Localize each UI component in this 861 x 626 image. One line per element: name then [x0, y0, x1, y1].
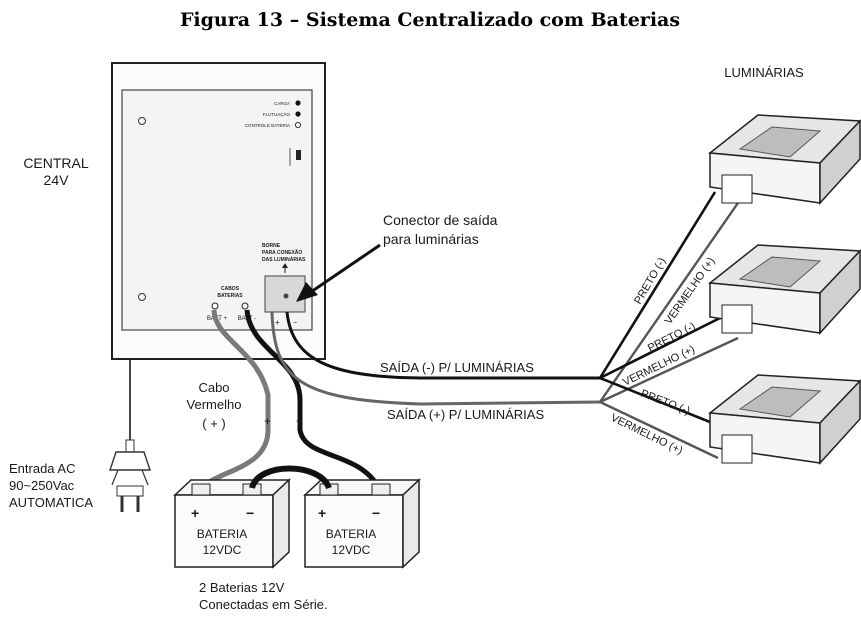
- screw-icon: [138, 293, 146, 301]
- red-battery-cable: [198, 309, 271, 492]
- connector-callout-line2: para luminárias: [383, 231, 479, 247]
- battery-plus-sign: +: [318, 505, 326, 521]
- luminaire-connector-icon: [721, 304, 753, 334]
- central-label: CENTRAL: [23, 155, 89, 171]
- series-jumper-cable: [249, 465, 332, 490]
- terminal-icon: [211, 302, 219, 310]
- led-label-flutuacao: FLUTUAÇÃO: [263, 111, 291, 117]
- ac-input-label-2: 90~250Vac: [9, 478, 75, 493]
- luminaire-connector-icon: [721, 174, 753, 204]
- luminaire-3: [708, 374, 861, 465]
- connector-plus-mark: +: [275, 318, 280, 327]
- luminaire-2: [708, 244, 861, 335]
- connector-header-1: BORNE: [262, 243, 281, 249]
- luminaire-1: [708, 114, 861, 205]
- luminaires-label: LUMINÁRIAS: [724, 65, 804, 80]
- wire-label-preto-3: PRETO (-): [639, 388, 692, 418]
- cable-red-plus-mark: +: [264, 414, 271, 428]
- led-icon: [295, 100, 301, 106]
- ac-input-label-1: Entrada AC: [9, 461, 76, 476]
- status-leds: CARGA FLUTUAÇÃO CONTROLE BATERIA: [245, 100, 301, 166]
- battery-plus-sign: +: [191, 505, 199, 521]
- screw-icon: [138, 117, 146, 125]
- battery-minus-sign: −: [372, 505, 380, 521]
- connector-header-2: PARA CONEXÃO: [262, 249, 302, 256]
- central-unit: CARGA FLUTUAÇÃO CONTROLE BATERIA CABOS B…: [111, 62, 326, 360]
- batteries-caption-2: Conectadas em Série.: [199, 597, 328, 612]
- led-grid-icon: [738, 386, 822, 418]
- batteries-caption-1: 2 Baterias 12V: [199, 580, 285, 595]
- battery-minus-sign: −: [246, 505, 254, 521]
- terminal-icon: [241, 302, 249, 310]
- luminaire-connector-icon: [721, 434, 753, 464]
- terminal-header-1: CABOS: [221, 286, 240, 292]
- fan-out-wires: [598, 191, 741, 460]
- output-negative-label: SAÍDA (-) P/ LUMINÁRIAS: [380, 360, 534, 375]
- red-cable-label-1: Cabo: [198, 380, 229, 395]
- red-cable-label-3: ( + ): [202, 416, 225, 431]
- led-grid-icon: [738, 126, 822, 158]
- connector-minus-mark: −: [293, 320, 297, 327]
- red-cable-label-2: Vermelho: [187, 397, 242, 412]
- output-positive-label: SAÍDA (+) P/ LUMINÁRIAS: [387, 407, 544, 422]
- cable-black-plus-mark: +: [296, 414, 303, 428]
- led-label-carga: CARGA: [274, 101, 290, 106]
- figure-title: Figura 13 – Sistema Centralizado com Bat…: [180, 9, 680, 31]
- battery-post-icon: [191, 483, 211, 496]
- output-wire-negative: [285, 311, 600, 380]
- output-wire-positive: [270, 311, 601, 406]
- central-voltage-label: 24V: [44, 172, 70, 188]
- black-battery-cable: [244, 309, 383, 492]
- switch-icon: [296, 150, 301, 160]
- battery-post-icon: [371, 483, 391, 496]
- battery-left: + − BATERIA 12VDC: [173, 478, 291, 569]
- ac-power-cord: [109, 360, 151, 512]
- battery-voltage: 12VDC: [332, 543, 371, 557]
- battery-name: BATERIA: [197, 527, 247, 541]
- wire-label-vermelho-3: VERMELHO (+): [609, 412, 685, 457]
- terminal-header-2: BATERIAS: [217, 293, 243, 299]
- callout-arrow: [307, 243, 381, 296]
- connector-callout-line1: Conector de saída: [383, 212, 498, 228]
- led-grid-icon: [738, 256, 822, 288]
- battery-name: BATERIA: [326, 527, 376, 541]
- terminal-icon: [283, 293, 289, 299]
- battery-right: + − BATERIA 12VDC: [303, 478, 421, 569]
- ac-input-label-3: AUTOMATICA: [9, 495, 93, 510]
- led-icon: [295, 111, 301, 117]
- led-label-controle: CONTROLE BATERIA: [245, 123, 290, 128]
- battery-voltage: 12VDC: [203, 543, 242, 557]
- connector-header-3: DAS LUMINÁRIAS: [262, 256, 306, 263]
- plug-icon: [109, 451, 151, 471]
- led-icon: [294, 122, 301, 129]
- arrow-head-icon: [296, 282, 318, 302]
